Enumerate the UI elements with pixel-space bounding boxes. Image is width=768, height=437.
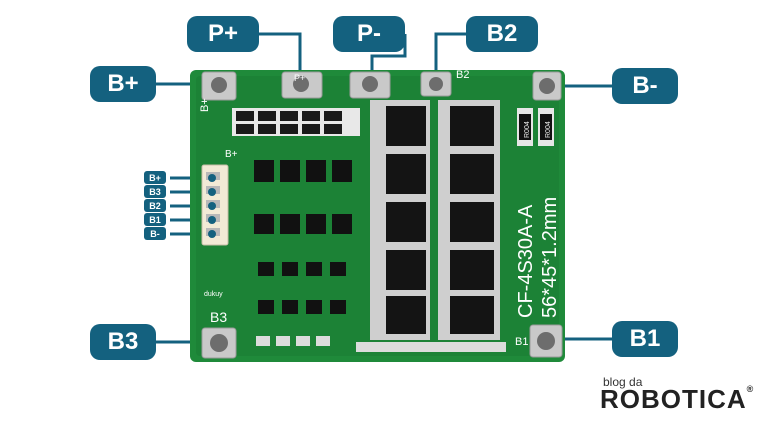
callout-b-plus: B+ (90, 66, 156, 102)
silkscreen: B3 B1 B+ P+ B2 B+ dukuy CF-4S30A-A 56*45… (199, 69, 561, 348)
pin-label-bminus: B- (144, 227, 166, 240)
pin-label-b1: B1 (144, 213, 166, 226)
callout-b-minus: B- (612, 68, 678, 104)
silk-small-text: dukuy (204, 291, 223, 298)
callout-b3: B3 (90, 324, 156, 360)
model-line-2: 56*45*1.2mm (539, 197, 561, 318)
pad-label-bplus: B+ (225, 149, 238, 160)
logo-word: ROBOTICA (600, 384, 747, 414)
pad-label-bplus-top: B+ (199, 98, 211, 112)
callout-p-plus: P+ (187, 16, 259, 52)
pin-label-bplus: B+ (144, 171, 166, 184)
control-ics (254, 160, 352, 314)
pin-label-b3: B3 (144, 185, 166, 198)
pin-label-b2: B2 (144, 199, 166, 212)
logo-reg-mark: ® (746, 384, 755, 394)
pad-holes (210, 76, 555, 352)
shunt-code-2: R004 (545, 121, 552, 138)
pad-label-pplus: P+ (294, 73, 305, 83)
logo-small-text: blog da (603, 375, 643, 389)
logo-big-text: ROBOTICA® (600, 384, 754, 415)
mosfet-array (370, 100, 500, 340)
pad-label-b2: B2 (456, 69, 469, 81)
resistor-row (232, 108, 360, 136)
pin-dots (208, 174, 216, 238)
pad-label-b3: B3 (210, 309, 227, 325)
shunt-resistors (517, 108, 554, 146)
callout-b1: B1 (612, 321, 678, 357)
callout-p-minus: P- (333, 16, 405, 52)
pad-label-b1: B1 (515, 336, 528, 348)
model-line-1: CF-4S30A-A (515, 204, 537, 318)
shunt-code-1: R004 (524, 121, 531, 138)
callout-b2: B2 (466, 16, 538, 52)
bottom-components (256, 336, 506, 352)
